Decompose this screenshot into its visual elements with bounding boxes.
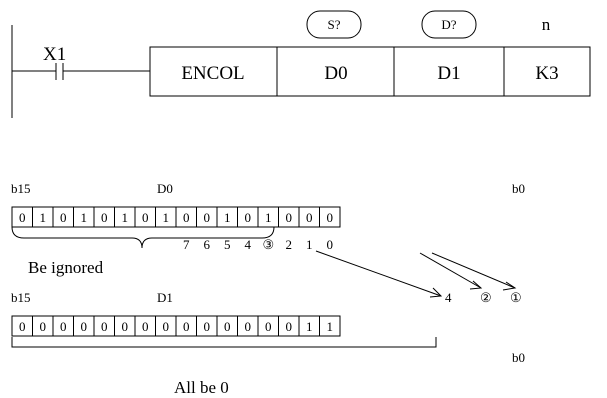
source-bit-value: 1 bbox=[40, 210, 47, 225]
zero-bracket bbox=[11, 337, 437, 348]
arrow-bit3-to-2-head bbox=[469, 280, 483, 290]
source-bit-index: 4 bbox=[245, 237, 252, 252]
dest-bit-value: 0 bbox=[19, 319, 26, 334]
operand-destination: D1 bbox=[437, 63, 460, 84]
dest-bit-value: 0 bbox=[60, 319, 67, 334]
source-bit-value: 0 bbox=[327, 210, 334, 225]
arrow-bit3-to-1-head bbox=[502, 281, 517, 291]
source-bit-value: 0 bbox=[19, 210, 26, 225]
source-bit-index: 0 bbox=[327, 237, 334, 252]
source-bit-value: 0 bbox=[245, 210, 252, 225]
dest-register-name: D1 bbox=[157, 290, 173, 305]
dest-bit-value: 1 bbox=[306, 319, 313, 334]
zero-label: All be 0 bbox=[174, 378, 229, 397]
source-bit-value: 1 bbox=[265, 210, 272, 225]
source-bit-value: 0 bbox=[60, 210, 67, 225]
dest-bit-value: 0 bbox=[122, 319, 129, 334]
ignored-label: Be ignored bbox=[28, 258, 104, 277]
source-bit-value: 1 bbox=[163, 210, 170, 225]
arrow-bit3-to-1 bbox=[431, 252, 516, 289]
destination-header-label: D? bbox=[441, 17, 456, 32]
ignored-brace bbox=[11, 226, 275, 249]
dest-bit-value: 1 bbox=[327, 319, 334, 334]
arrow-bit7-to-4 bbox=[315, 250, 442, 297]
source-bit-value: 0 bbox=[204, 210, 211, 225]
dest-bit-value: 0 bbox=[245, 319, 252, 334]
dest-result-label-2: ① bbox=[510, 290, 522, 305]
instruction-box bbox=[149, 46, 591, 97]
source-bit-value: 0 bbox=[286, 210, 293, 225]
instruction-mnemonic: ENCOL bbox=[181, 63, 244, 84]
source-lsb-label: b0 bbox=[512, 181, 525, 196]
source-bit-value: 0 bbox=[101, 210, 108, 225]
arrow-bit3-to-2 bbox=[419, 252, 482, 289]
source-bit-value: 0 bbox=[306, 210, 313, 225]
ladder-rung: X1 ENCOL D0 D1 K3 S? D? n bbox=[11, 10, 591, 118]
dest-bit-value: 0 bbox=[265, 319, 272, 334]
dest-result-label-0: 4 bbox=[445, 290, 452, 305]
source-bit-index: 1 bbox=[306, 237, 313, 252]
dest-lsb-label: b0 bbox=[512, 350, 525, 365]
source-bit-value: 1 bbox=[122, 210, 129, 225]
dest-msb-label: b15 bbox=[11, 290, 31, 305]
operand-count: K3 bbox=[535, 63, 558, 84]
source-bit-index: 5 bbox=[224, 237, 231, 252]
destination-header-pill bbox=[421, 10, 477, 39]
source-header-pill bbox=[306, 10, 362, 39]
dest-bit-value: 0 bbox=[183, 319, 190, 334]
source-bit-index: 6 bbox=[204, 237, 211, 252]
source-bit-value: 1 bbox=[224, 210, 231, 225]
source-bit-cell bbox=[319, 206, 341, 228]
dest-bit-value: 0 bbox=[286, 319, 293, 334]
dest-result-label-1: ② bbox=[480, 290, 492, 305]
source-bit-index: 7 bbox=[183, 237, 190, 252]
source-header-label: S? bbox=[328, 17, 341, 32]
source-register-name: D0 bbox=[157, 181, 173, 196]
source-bit-value: 1 bbox=[81, 210, 88, 225]
dest-bit-value: 0 bbox=[40, 319, 47, 334]
dest-bit-value: 0 bbox=[101, 319, 108, 334]
dest-bit-cell bbox=[319, 315, 341, 337]
source-bit-index: ③ bbox=[262, 237, 274, 252]
source-bit-value: 0 bbox=[142, 210, 149, 225]
count-header-label: n bbox=[542, 15, 551, 34]
dest-bit-value: 0 bbox=[81, 319, 88, 334]
arrow-bit7-head bbox=[429, 287, 443, 298]
dest-bit-value: 0 bbox=[142, 319, 149, 334]
dest-bit-value: 0 bbox=[204, 319, 211, 334]
contact-label: X1 bbox=[43, 44, 66, 65]
operand-source: D0 bbox=[324, 63, 347, 84]
source-msb-label: b15 bbox=[11, 181, 31, 196]
encode-arrows bbox=[315, 250, 517, 298]
source-bit-index: 2 bbox=[286, 237, 293, 252]
dest-bit-value: 0 bbox=[224, 319, 231, 334]
source-bit-value: 0 bbox=[183, 210, 190, 225]
dest-bit-value: 0 bbox=[163, 319, 170, 334]
